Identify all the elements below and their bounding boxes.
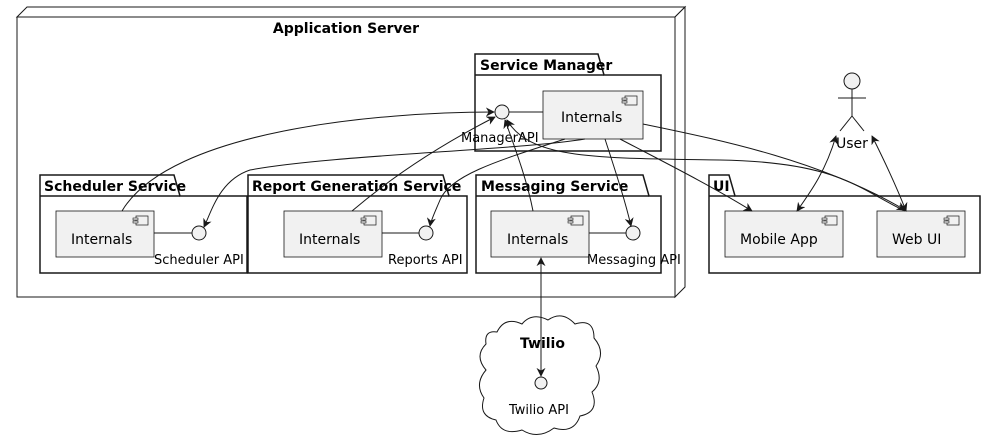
messaging-service-title: Messaging Service bbox=[481, 179, 628, 195]
manager-api-label: ManagerAPI bbox=[461, 131, 539, 146]
manager-to-mobile-arrow bbox=[619, 138, 753, 212]
web-to-manager-api-arrow bbox=[506, 119, 906, 212]
twilio-title: Twilio bbox=[520, 336, 565, 352]
report-generation-package: Report Generation Service Internals Repo… bbox=[247, 174, 468, 274]
scheduler-service-title: Scheduler Service bbox=[44, 179, 186, 195]
component-icon bbox=[943, 215, 960, 226]
scheduler-api-interface[interactable]: Scheduler API bbox=[154, 225, 244, 268]
scheduler-internals-label: Internals bbox=[71, 232, 132, 248]
manager-to-reports-api-arrow bbox=[426, 138, 566, 227]
twilio-api-label: Twilio API bbox=[508, 403, 569, 418]
user-actor[interactable]: User bbox=[836, 72, 868, 152]
scheduler-api-label: Scheduler API bbox=[154, 253, 244, 268]
twilio-cloud: Twilio Twilio API bbox=[479, 315, 601, 435]
service-manager-title: Service Manager bbox=[480, 58, 612, 74]
messaging-api-label: Messaging API bbox=[587, 253, 681, 268]
reports-api-label: Reports API bbox=[388, 253, 463, 268]
mobile-app-label: Mobile App bbox=[740, 232, 818, 248]
messaging-internals-label: Internals bbox=[507, 232, 568, 248]
twilio-api-interface[interactable]: Twilio API bbox=[508, 376, 569, 418]
scheduler-internals[interactable]: Internals bbox=[55, 210, 155, 258]
report-internals[interactable]: Internals bbox=[283, 210, 383, 258]
mobile-app-component[interactable]: Mobile App bbox=[724, 210, 844, 258]
user-label: User bbox=[836, 136, 868, 152]
connectors bbox=[121, 107, 908, 377]
component-icon bbox=[360, 215, 377, 226]
service-manager-internals[interactable]: Internals bbox=[542, 90, 644, 140]
component-icon bbox=[567, 215, 584, 226]
manager-to-scheduler-api-arrow bbox=[203, 138, 586, 228]
service-manager-internals-label: Internals bbox=[561, 110, 622, 126]
manager-to-messaging-api-arrow bbox=[604, 138, 634, 227]
component-icon bbox=[132, 215, 149, 226]
user-mobile-arrow bbox=[796, 135, 839, 212]
component-icon bbox=[621, 95, 638, 106]
scheduler-service-package: Scheduler Service Internals Scheduler AP… bbox=[39, 174, 248, 274]
messaging-internals[interactable]: Internals bbox=[490, 210, 590, 258]
component-icon bbox=[821, 215, 838, 226]
messaging-api-interface[interactable]: Messaging API bbox=[587, 225, 681, 268]
stick-figure-icon bbox=[838, 72, 866, 132]
report-to-manager-api-arrow bbox=[351, 116, 496, 212]
reports-api-interface[interactable]: Reports API bbox=[388, 225, 463, 268]
application-server-title: Application Server bbox=[273, 21, 419, 37]
scheduler-to-manager-api-arrow bbox=[121, 107, 495, 212]
web-ui-component[interactable]: Web UI bbox=[876, 210, 966, 258]
web-ui-label: Web UI bbox=[892, 232, 941, 248]
messaging-service-package: Messaging Service Internals Messaging AP… bbox=[475, 174, 681, 274]
report-generation-title: Report Generation Service bbox=[252, 179, 461, 195]
ui-package: UI Mobile App Web UI bbox=[708, 174, 981, 274]
service-manager-package: Service Manager Internals ManagerAPI bbox=[461, 53, 662, 152]
report-internals-label: Internals bbox=[299, 232, 360, 248]
user-web-arrow bbox=[871, 135, 908, 212]
